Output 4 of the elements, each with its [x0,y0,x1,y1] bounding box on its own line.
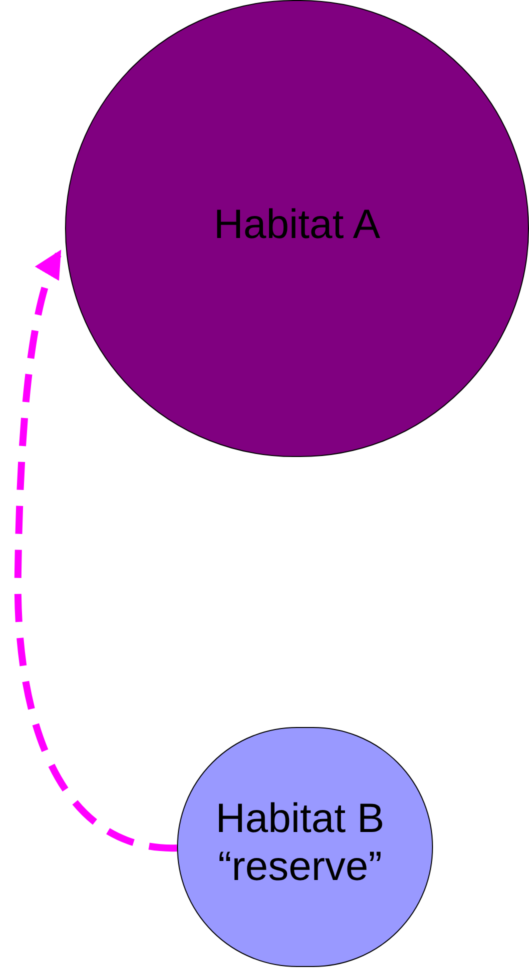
habitat-label: Habitat B [216,794,384,842]
dashed-arrow [14,249,178,852]
habitat-label: “reserve” [218,842,382,890]
habitat-label: Habitat A [214,200,380,248]
